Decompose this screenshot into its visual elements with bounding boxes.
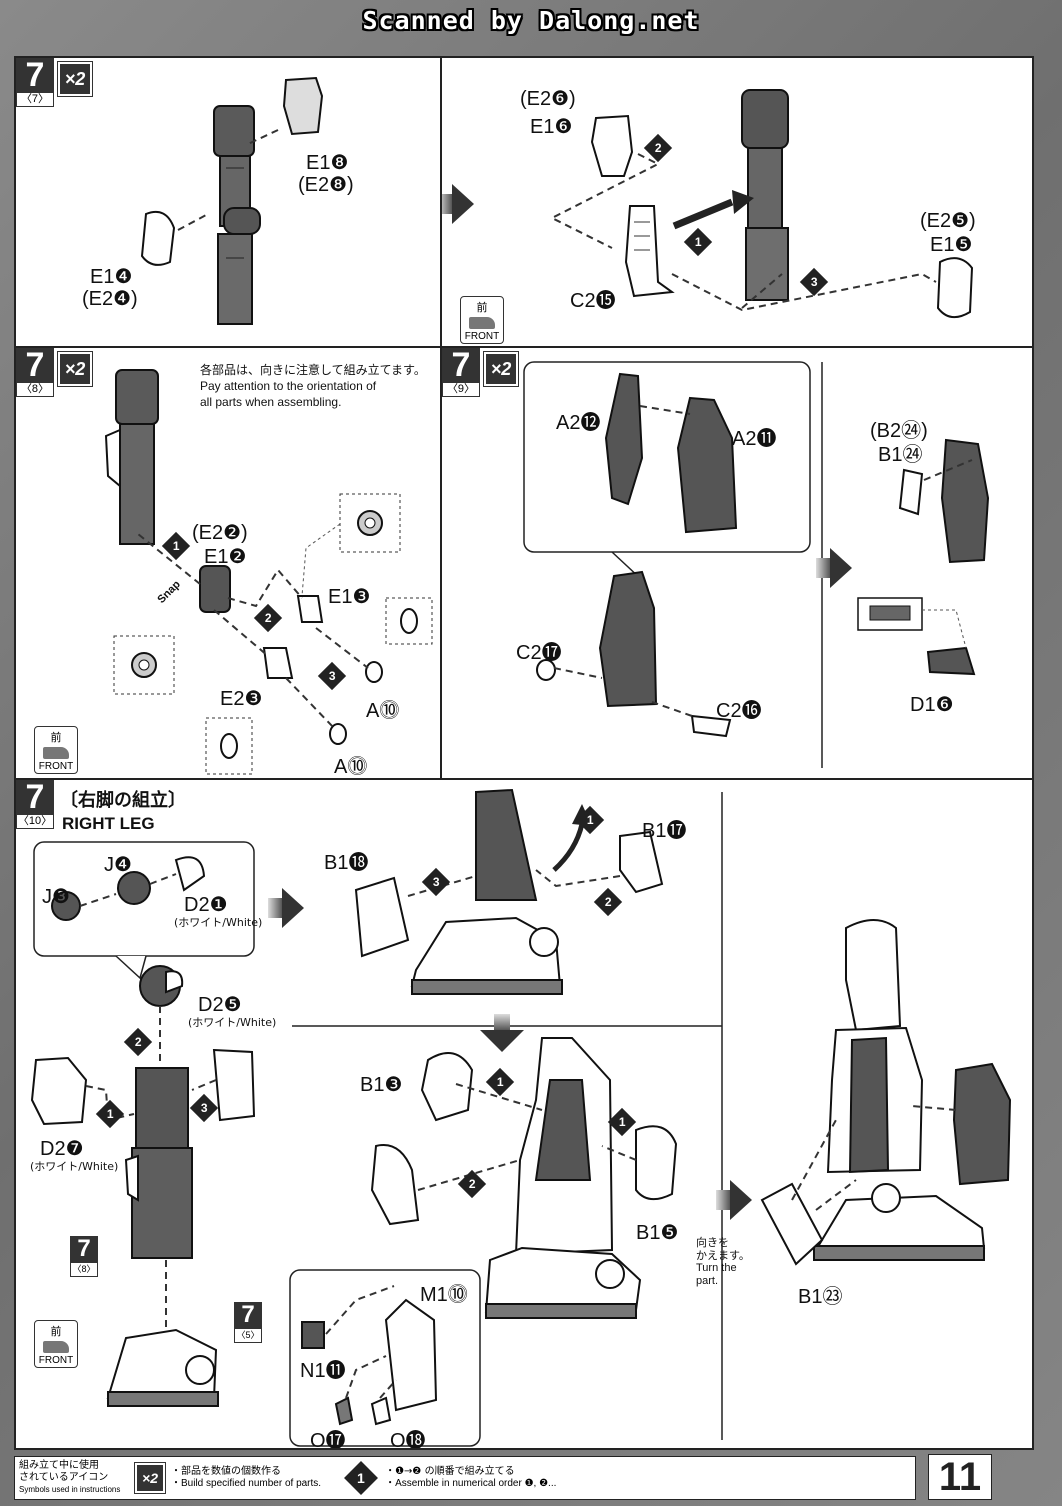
next-step-arrow-icon: [442, 184, 474, 224]
assembly-arrows: [177, 129, 279, 231]
label-a-10-upper: A⓾: [366, 700, 400, 722]
leg-assembly-illustration: [741, 89, 789, 301]
step-panel-7-7: 7〈7〉 ×2 E1❽ (E2❽) E1❹ (E2❹): [14, 56, 442, 348]
label-c2-17: C2⓱: [516, 642, 562, 664]
step-panel-7-10-right-leg: 7〈10〉 〔右脚の組立〕 RIGHT LEG: [14, 778, 1034, 1450]
label-e2-5: (E2❺): [920, 210, 976, 232]
next-step-arrow-icon: [816, 548, 852, 588]
substep-number: 〈8〉: [16, 382, 54, 397]
label-j-3: J❸: [42, 886, 70, 908]
x2-icon: ×2: [57, 351, 93, 387]
orientation-note-jp: 各部品は、向きに注意して組み立てます。: [200, 363, 426, 377]
label-e1-2: E1❷: [204, 546, 247, 568]
right-leg-illustration: [30, 788, 1012, 1447]
step-panel-7-8: 7〈8〉 ×2 各部品は、向きに注意して組み立てます。 Pay attentio…: [14, 346, 442, 780]
label-d1-6: D1❻: [910, 694, 954, 716]
white-note-d2-5: (ホワイト/White): [188, 1016, 277, 1029]
reference-step-5: 7〈5〉: [234, 1302, 262, 1343]
label-c2-15: C2⓯: [570, 290, 616, 312]
page-number: 11: [928, 1454, 992, 1500]
icon-legend: 組み立て中に使用 されているアイコン Symbols used in instr…: [14, 1456, 916, 1500]
part-e1-6-illustration: [590, 114, 634, 177]
label-b1-18: B1⓲: [324, 852, 369, 874]
label-d2-1: D2❶: [184, 894, 228, 916]
x2-icon: ×2: [57, 61, 93, 97]
orientation-note-en-2: all parts when assembling.: [200, 395, 342, 409]
label-b1-17: B1⓱: [642, 820, 687, 842]
label-b1-3: B1❸: [360, 1074, 403, 1096]
step-number: 7: [25, 346, 45, 384]
label-b1-23: B1㉓: [798, 1286, 843, 1308]
label-o-18: O⓲: [390, 1430, 426, 1450]
step-badge: 7〈9〉 ×2: [442, 346, 519, 397]
right-leg-title-jp: 〔右脚の組立〕: [60, 790, 186, 811]
label-d2-7: D2❼: [40, 1138, 84, 1160]
label-e1-8: E1❽: [306, 152, 349, 174]
turn-part-note: 向きを かえます。 Turn the part.: [696, 1236, 750, 1287]
next-step-arrow-icon: [268, 888, 304, 928]
label-a2-11: A2⓫: [732, 428, 777, 450]
legend-title: 組み立て中に使用 されているアイコン Symbols used in instr…: [19, 1460, 121, 1494]
label-j-4: J❹: [104, 854, 132, 876]
label-e2-8: (E2❽): [298, 174, 354, 196]
scan-credit: Scanned by Dalong.net: [362, 5, 700, 35]
reference-step-8: 7〈8〉: [70, 1236, 98, 1277]
x2-icon: ×2: [134, 1462, 166, 1494]
step-number: 7: [451, 346, 471, 384]
step-badge: 7〈7〉 ×2: [16, 56, 93, 107]
leg-frame-illustration: [213, 105, 261, 325]
scan-credit-header: Scanned by Dalong.net: [0, 0, 1062, 40]
polycap-parts-illustration: [113, 493, 433, 775]
substep-number: 〈9〉: [442, 382, 480, 397]
label-b2-24: (B2㉔): [870, 420, 928, 442]
foot-armor-illustration: [523, 361, 990, 768]
assembly-arrows: [549, 153, 937, 312]
label-e1-3: E1❸: [328, 586, 371, 608]
step-panel-7-9: 7〈9〉 ×2 A2⓬ A2⓫ C2⓱ C2⓰ (B2㉔: [440, 346, 1034, 780]
next-step-arrow-icon: [716, 1180, 752, 1220]
step-number: 7: [25, 778, 45, 816]
white-note-d2-7: (ホワイト/White): [30, 1160, 119, 1173]
label-a-10-lower: A⓾: [334, 756, 368, 778]
label-b1-24: B1㉔: [878, 444, 923, 466]
substep-number: 〈7〉: [16, 92, 54, 107]
x2-icon: ×2: [483, 351, 519, 387]
label-e2-6: (E2❻): [520, 88, 576, 110]
step-badge: 7〈8〉 ×2: [16, 346, 93, 397]
sequence-description: ・❶→❷ の順番で組み立てる ・Assemble in numerical or…: [385, 1466, 557, 1489]
label-c2-16: C2⓰: [716, 700, 762, 722]
label-e1-4: E1❹: [90, 266, 133, 288]
leg-frame-illustration: [104, 369, 159, 545]
label-e1-6: E1❻: [530, 116, 573, 138]
substep-number: 〈10〉: [16, 814, 54, 829]
part-e1-4-illustration: [140, 210, 176, 266]
label-a2-12: A2⓬: [556, 412, 601, 434]
label-d2-5: D2❺: [198, 994, 242, 1016]
sequence-icon: 1: [344, 1461, 379, 1495]
white-note-d2-1: (ホワイト/White): [174, 916, 263, 929]
step-badge: 7〈10〉: [16, 780, 54, 829]
label-n1-11: N1⓫: [300, 1360, 346, 1382]
right-leg-title-en: RIGHT LEG: [62, 814, 155, 833]
step-number: 7: [25, 56, 45, 94]
part-e1-5-illustration: [936, 257, 974, 319]
label-m1-10: M1⓾: [420, 1284, 468, 1306]
orientation-note: 各部品は、向きに注意して組み立てます。 Pay attention to the…: [200, 362, 426, 410]
x2-description: ・部品を数値の個数作る ・Build specified number of p…: [171, 1466, 322, 1489]
label-e2-3: E2❸: [220, 688, 263, 710]
label-o-17: O⓱: [310, 1430, 346, 1450]
part-e1-8-illustration: [282, 76, 324, 136]
part-c2-15-illustration: [624, 205, 675, 298]
down-step-arrow-icon: [480, 1014, 524, 1052]
label-e2-4: (E2❹): [82, 288, 138, 310]
label-e1-5: E1❺: [930, 234, 973, 256]
label-e2-2: (E2❷): [192, 522, 248, 544]
orientation-note-en-1: Pay attention to the orientation of: [200, 379, 377, 393]
label-b1-5: B1❺: [636, 1222, 679, 1244]
